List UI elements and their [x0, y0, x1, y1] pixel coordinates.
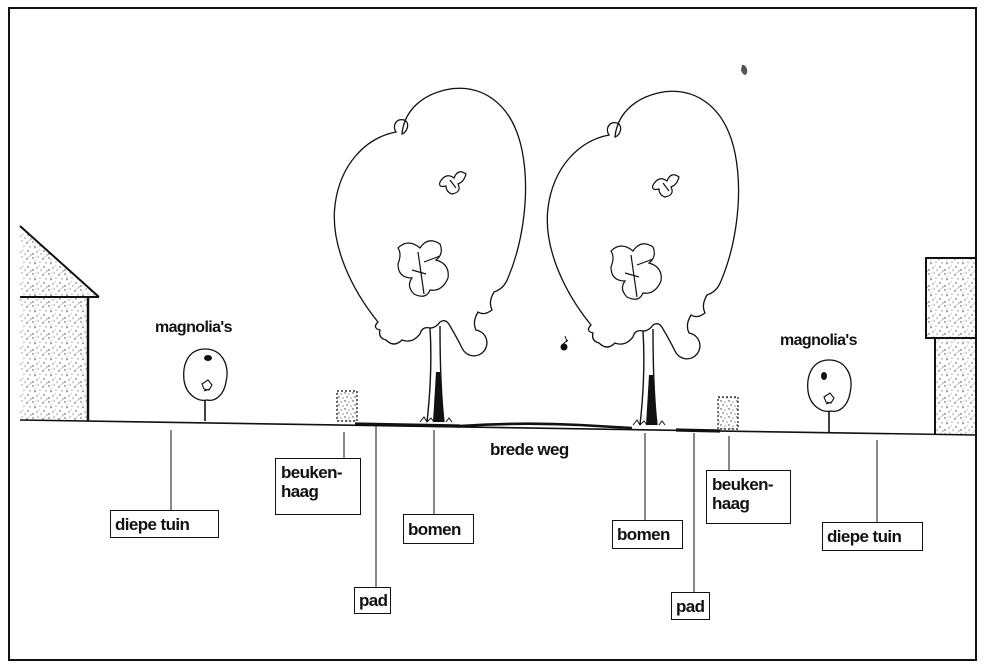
left-beech-hedge	[336, 390, 358, 422]
left-house	[19, 225, 100, 421]
road-surface	[459, 422, 633, 430]
left-magnolia	[183, 348, 228, 421]
right-magnolia-label: magnolia's	[780, 332, 858, 349]
right-house-upper	[926, 258, 976, 338]
right-tree-leaf-cluster	[610, 243, 662, 300]
right-house-lower	[935, 338, 976, 434]
right-tree-crown	[546, 90, 740, 360]
right-beech-hedge	[717, 396, 739, 430]
right-trees-label: bomen	[612, 520, 683, 549]
left-tree-leaf-cluster	[397, 240, 449, 297]
leader-lines	[170, 426, 878, 592]
left-trees-label: bomen	[403, 514, 474, 544]
left-garden-label: diepe tuin	[110, 510, 219, 538]
insect-mark	[560, 335, 569, 351]
left-tree	[333, 87, 527, 423]
right-path-label: pad	[671, 592, 710, 620]
ground-line	[19, 419, 977, 436]
left-path-surface	[354, 422, 461, 428]
left-tree-leaf-top	[439, 171, 467, 195]
left-tree-crown	[333, 87, 527, 357]
right-house	[925, 257, 976, 435]
right-hedge-label: beuken- haag	[706, 470, 791, 524]
left-path-label: pad	[354, 587, 391, 614]
right-path-surface	[675, 428, 721, 433]
left-magnolia-crown	[183, 348, 228, 401]
right-garden-label: diepe tuin	[822, 522, 923, 551]
road-label: brede weg	[490, 440, 569, 459]
right-tree	[546, 90, 740, 426]
speck-mark	[741, 64, 748, 75]
left-hedge-label: beuken- haag	[275, 458, 361, 515]
right-magnolia	[807, 359, 852, 432]
right-tree-leaf-top	[652, 174, 680, 198]
right-magnolia-crown	[807, 359, 852, 412]
left-magnolia-label: magnolia's	[155, 319, 233, 336]
left-house-wall	[20, 298, 88, 420]
